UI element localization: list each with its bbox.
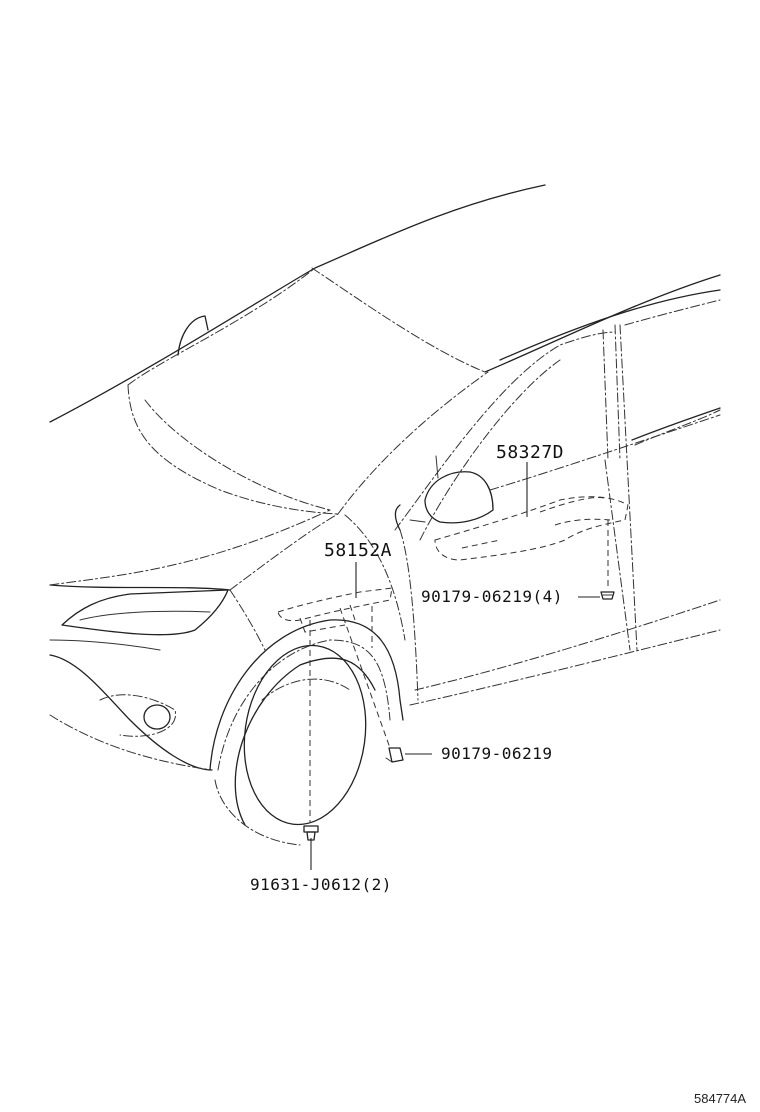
label-90179-06219-4: 90179-06219(4) bbox=[421, 587, 563, 606]
label-58327D: 58327D bbox=[496, 442, 564, 463]
door-garnish-58327D bbox=[434, 496, 629, 561]
figure-id: 584774A bbox=[694, 1091, 746, 1106]
vehicle-outline bbox=[49, 184, 721, 846]
label-90179-06219: 90179-06219 bbox=[441, 744, 552, 763]
label-58152A: 58152A bbox=[324, 540, 392, 561]
fender-garnish-58152A bbox=[277, 587, 393, 633]
clip-door-icon bbox=[600, 591, 615, 600]
clip-fender-icon bbox=[385, 747, 404, 763]
leader-lines bbox=[309, 462, 609, 870]
label-91631-J0612-2: 91631-J0612(2) bbox=[250, 875, 392, 894]
screw-icon bbox=[303, 825, 319, 841]
